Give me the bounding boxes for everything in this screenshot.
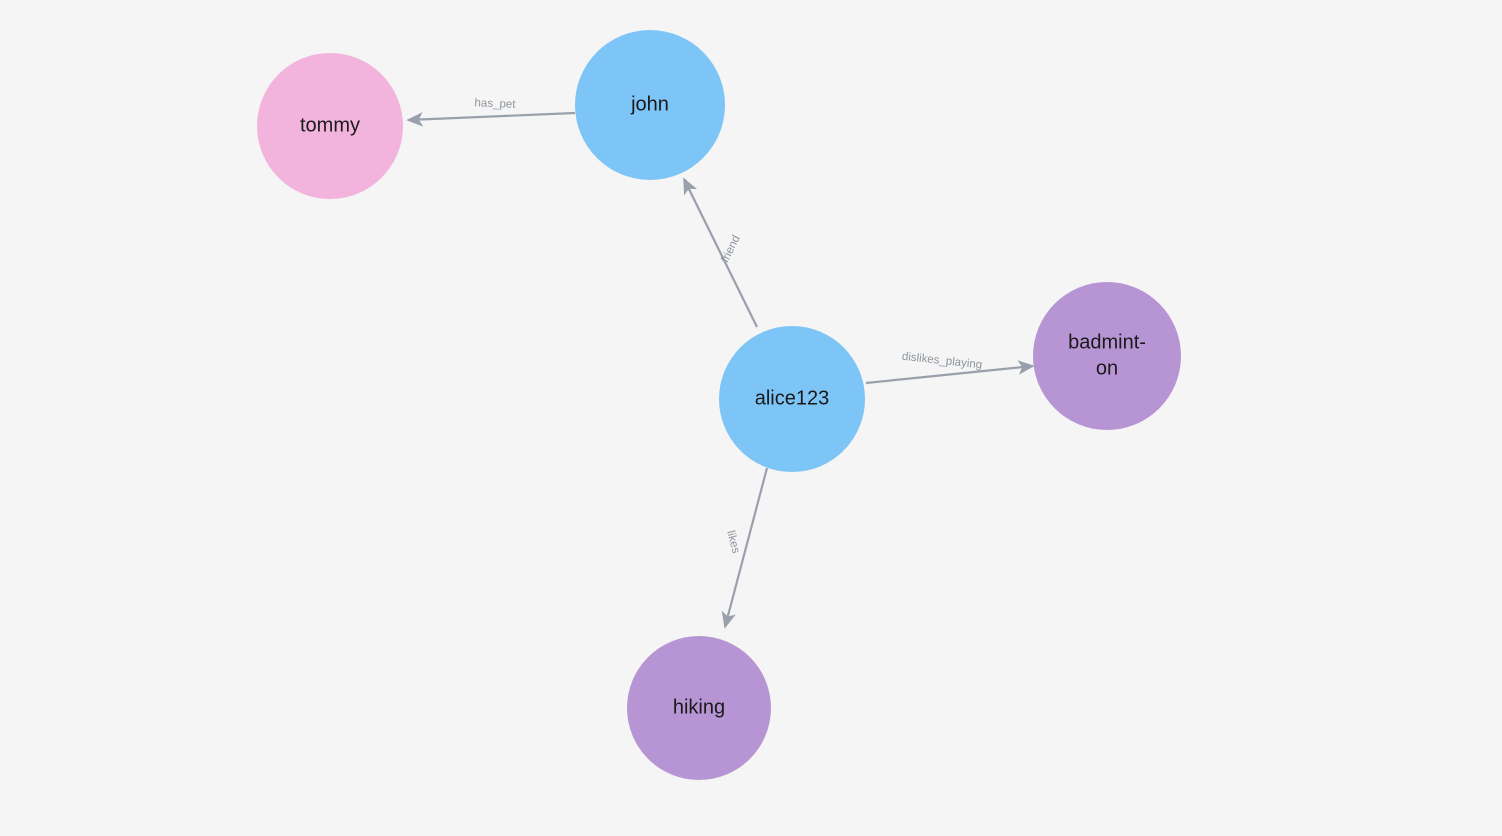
- edges-layer: [406, 111, 1035, 629]
- edge-label: likes: [724, 529, 742, 555]
- graph-node[interactable]: alice123: [719, 326, 865, 472]
- node-circle-badminton[interactable]: [1033, 282, 1181, 430]
- graph-edge[interactable]: [406, 111, 576, 127]
- graph-edge[interactable]: [721, 467, 769, 629]
- graph-node[interactable]: tommy: [257, 53, 403, 199]
- graph-edge[interactable]: [865, 360, 1035, 385]
- node-circle-tommy[interactable]: [257, 53, 403, 199]
- node-circle-john[interactable]: [575, 30, 725, 180]
- graph-node[interactable]: john: [575, 30, 725, 180]
- graph-node[interactable]: hiking: [627, 636, 771, 780]
- node-circle-alice123[interactable]: [719, 326, 865, 472]
- graph-edge[interactable]: [683, 177, 758, 328]
- graph-node[interactable]: badmint-on: [1033, 282, 1181, 430]
- node-circle-hiking[interactable]: [627, 636, 771, 780]
- edge-label: has_pet: [474, 97, 516, 111]
